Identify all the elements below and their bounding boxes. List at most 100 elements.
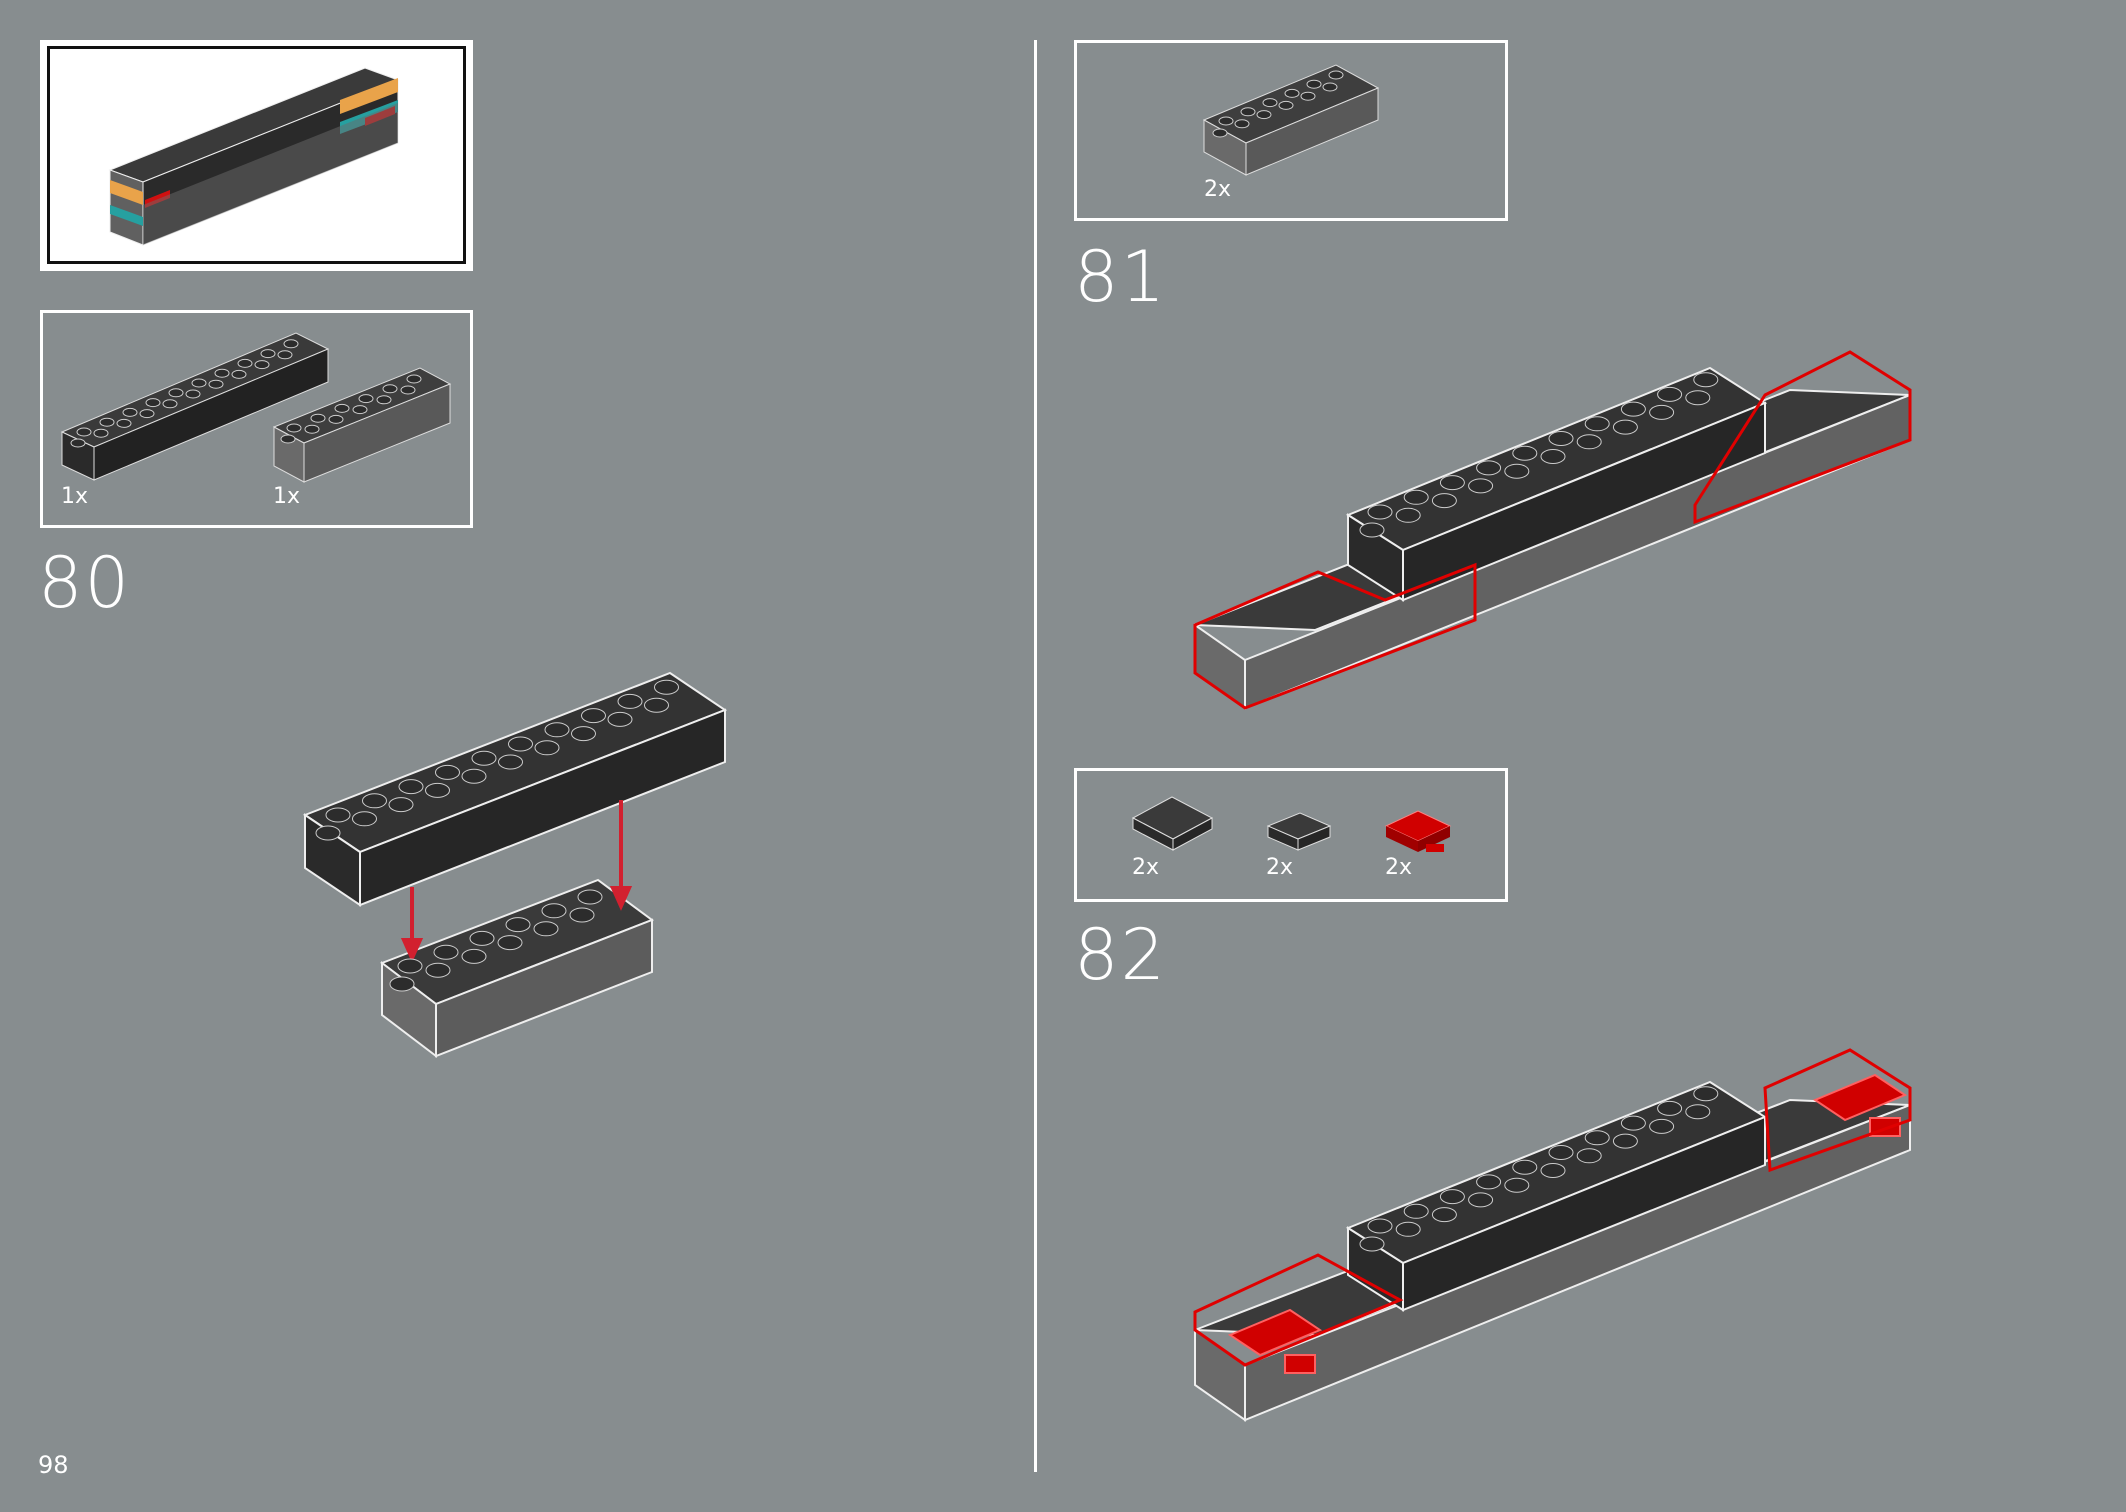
stud: [1548, 431, 1574, 446]
stud: [1620, 1115, 1646, 1131]
step-82-part-3-qty: 2x: [1385, 855, 1413, 880]
stud: [1540, 449, 1566, 464]
stud: [1300, 91, 1316, 101]
stud: [168, 388, 184, 398]
stud: [1468, 1192, 1494, 1208]
page-number: 98: [38, 1451, 69, 1479]
stud: [358, 394, 374, 404]
stud: [617, 693, 643, 709]
stud: [1476, 1174, 1502, 1190]
stud: [1693, 372, 1719, 388]
stud: [277, 350, 293, 360]
stud: [260, 349, 276, 359]
stud: [214, 368, 230, 378]
stud: [1657, 1100, 1683, 1116]
stud: [1322, 82, 1338, 92]
step-82-parts-box: [1074, 768, 1508, 902]
stud: [122, 407, 138, 417]
step-81-number: 81: [1074, 236, 1168, 318]
stud: [425, 782, 450, 798]
stud: [497, 935, 523, 951]
step-80-parts-box: [40, 310, 473, 528]
stud: [397, 958, 423, 974]
stud: [1657, 386, 1683, 402]
plate-1x2-dark-icon: [1266, 812, 1332, 851]
stud: [544, 722, 570, 738]
stud: [607, 711, 633, 727]
stud: [1584, 1130, 1610, 1146]
stud: [1395, 1221, 1421, 1237]
step-80-part-2-qty: 1x: [273, 484, 301, 509]
stud: [569, 907, 595, 923]
stud: [398, 779, 424, 795]
arrow-down-icon: [400, 800, 633, 963]
stud: [508, 736, 533, 752]
stud: [425, 962, 451, 978]
stud: [1512, 1159, 1538, 1175]
stud: [1476, 460, 1502, 476]
stud: [541, 903, 567, 919]
stud: [435, 764, 460, 780]
stud: [286, 423, 302, 433]
stud: [1612, 419, 1638, 435]
stud: [1431, 493, 1457, 509]
stud: [1403, 1203, 1429, 1219]
stud: [1234, 119, 1250, 129]
stud: [1431, 1207, 1457, 1223]
stud: [461, 768, 487, 784]
stud: [644, 697, 669, 713]
stud: [1262, 98, 1278, 108]
stud: [1278, 100, 1294, 110]
stud: [1685, 390, 1711, 406]
stud: [581, 708, 606, 724]
stud: [469, 930, 495, 946]
stud: [406, 374, 422, 384]
stud: [334, 403, 350, 413]
stud: [461, 948, 487, 964]
stud: [1359, 522, 1385, 538]
stud: [1439, 1189, 1465, 1205]
stud: [362, 793, 387, 809]
stud: [577, 889, 603, 905]
stud: [116, 418, 132, 428]
stud: [352, 811, 377, 827]
stud: [571, 726, 596, 742]
stud: [389, 976, 415, 992]
stud: [208, 379, 224, 389]
stud: [139, 409, 155, 419]
plate-clip-red-icon: [1384, 810, 1452, 852]
stud: [283, 339, 299, 349]
step-80-number: 80: [38, 542, 132, 624]
stud: [310, 413, 326, 423]
highlight-outline: [1193, 1048, 1912, 1367]
stud: [1328, 70, 1344, 80]
stud: [315, 825, 341, 841]
step-81-part-1-qty: 2x: [1204, 177, 1232, 202]
stud: [145, 398, 161, 408]
stud: [1612, 1133, 1638, 1149]
stud: [1620, 401, 1646, 417]
stud: [304, 424, 320, 434]
stud: [1584, 416, 1610, 432]
stud: [1403, 489, 1429, 505]
stud: [1359, 1236, 1385, 1252]
stud: [1576, 1148, 1602, 1164]
stud: [93, 428, 109, 438]
stud: [1548, 1145, 1574, 1160]
stud: [1367, 504, 1393, 520]
stud: [1212, 128, 1228, 138]
stud: [1504, 463, 1530, 479]
stud: [1306, 79, 1322, 89]
stud: [1218, 116, 1234, 126]
stud: [231, 369, 247, 379]
stud: [76, 427, 92, 437]
step-81-parts-box: [1074, 40, 1508, 221]
stud: [254, 360, 270, 370]
stud: [1240, 107, 1256, 117]
